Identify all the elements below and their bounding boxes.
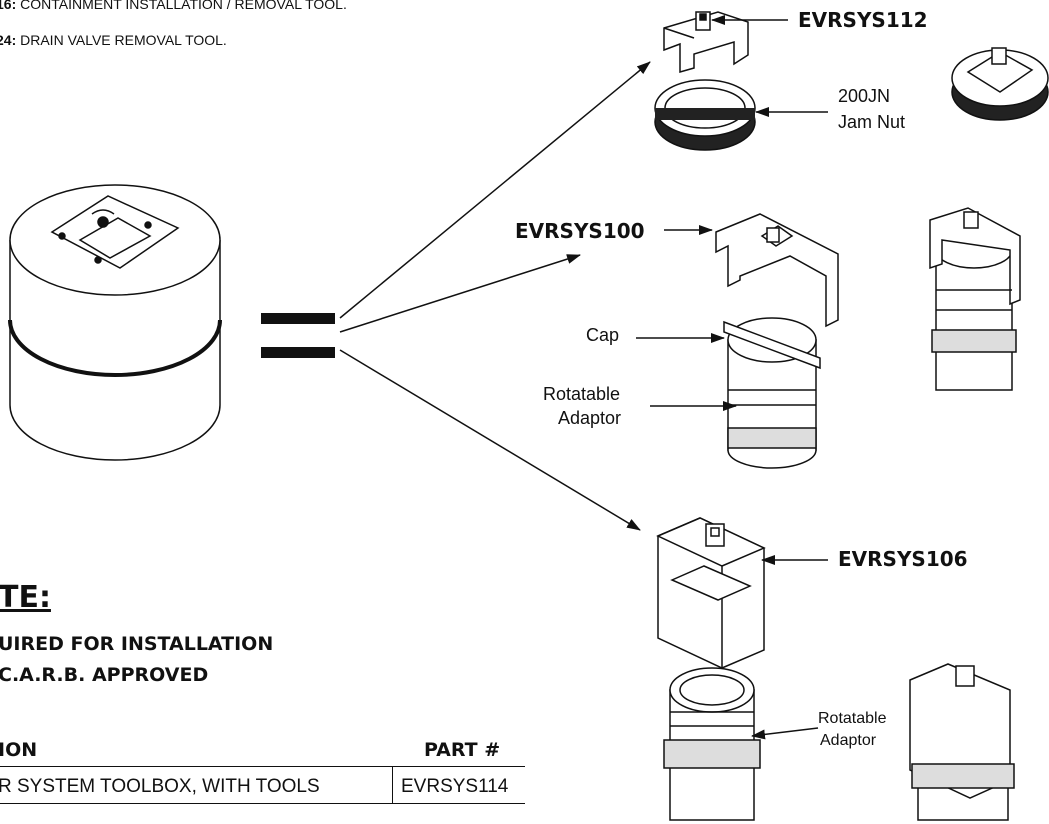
tool-line-text: CONTAINMENT INSTALLATION / REMOVAL TOOL. [20,0,347,12]
tool-line-24: 24: DRAIN VALVE REMOVAL TOOL. [0,32,227,48]
tool-line-num: 16: [0,0,17,12]
table-header-part: PART # [424,739,501,761]
tool-line-16: 16: CONTAINMENT INSTALLATION / REMOVAL T… [0,0,347,12]
table-top-rule [0,766,525,767]
rotatable-label-line1: Rotatable [543,384,621,404]
table-column-divider [392,767,393,803]
evrsys106-tool [656,517,766,669]
toolbox-cylinder [8,184,222,461]
note-title: TE: [0,580,51,615]
jam-nut-ring [654,79,756,151]
evrsys112-assembled [951,47,1049,121]
rotatable-adaptor-bottom [663,667,761,821]
table-header-description: ION [0,739,38,761]
arrow-to-evrsys106 [339,349,641,531]
table-cell-part: EVRSYS114 [401,776,509,797]
evrsys100-tool [715,213,839,328]
jam-nut-label-line1: 200JN [838,86,891,106]
adaptor-label-line1: Adaptor [558,408,622,428]
jam-nut-label-line2: Jam Nut [838,112,906,132]
evrsys100-label: EVRSYS100 [515,219,645,243]
evrsys100-assembled [929,207,1021,391]
cap-label: Cap [586,325,620,345]
evrsys112-tool [663,11,749,73]
arrow-to-evrsys112 [339,61,651,319]
tool-line-num: 24: [0,32,17,48]
evrsys106-assembled [909,663,1015,821]
evrsys112-label: EVRSYS112 [798,8,928,32]
tool-line-text: DRAIN VALVE REMOVAL TOOL. [20,32,227,48]
evrsys106-label: EVRSYS106 [838,547,968,571]
table-bottom-rule [0,803,525,804]
adaptor-label-line2: Adaptor [820,732,877,749]
equals-sign [261,313,335,358]
note-line-1: UIRED FOR INSTALLATION [0,633,274,655]
table-cell-description: R SYSTEM TOOLBOX, WITH TOOLS [0,776,320,797]
note-line-2: C.A.R.B. APPROVED [0,664,209,686]
arrow-to-evrsys100 [339,254,581,333]
rotatable-label-line2: Rotatable [818,710,887,727]
cap-adaptor-assembly [723,317,821,469]
